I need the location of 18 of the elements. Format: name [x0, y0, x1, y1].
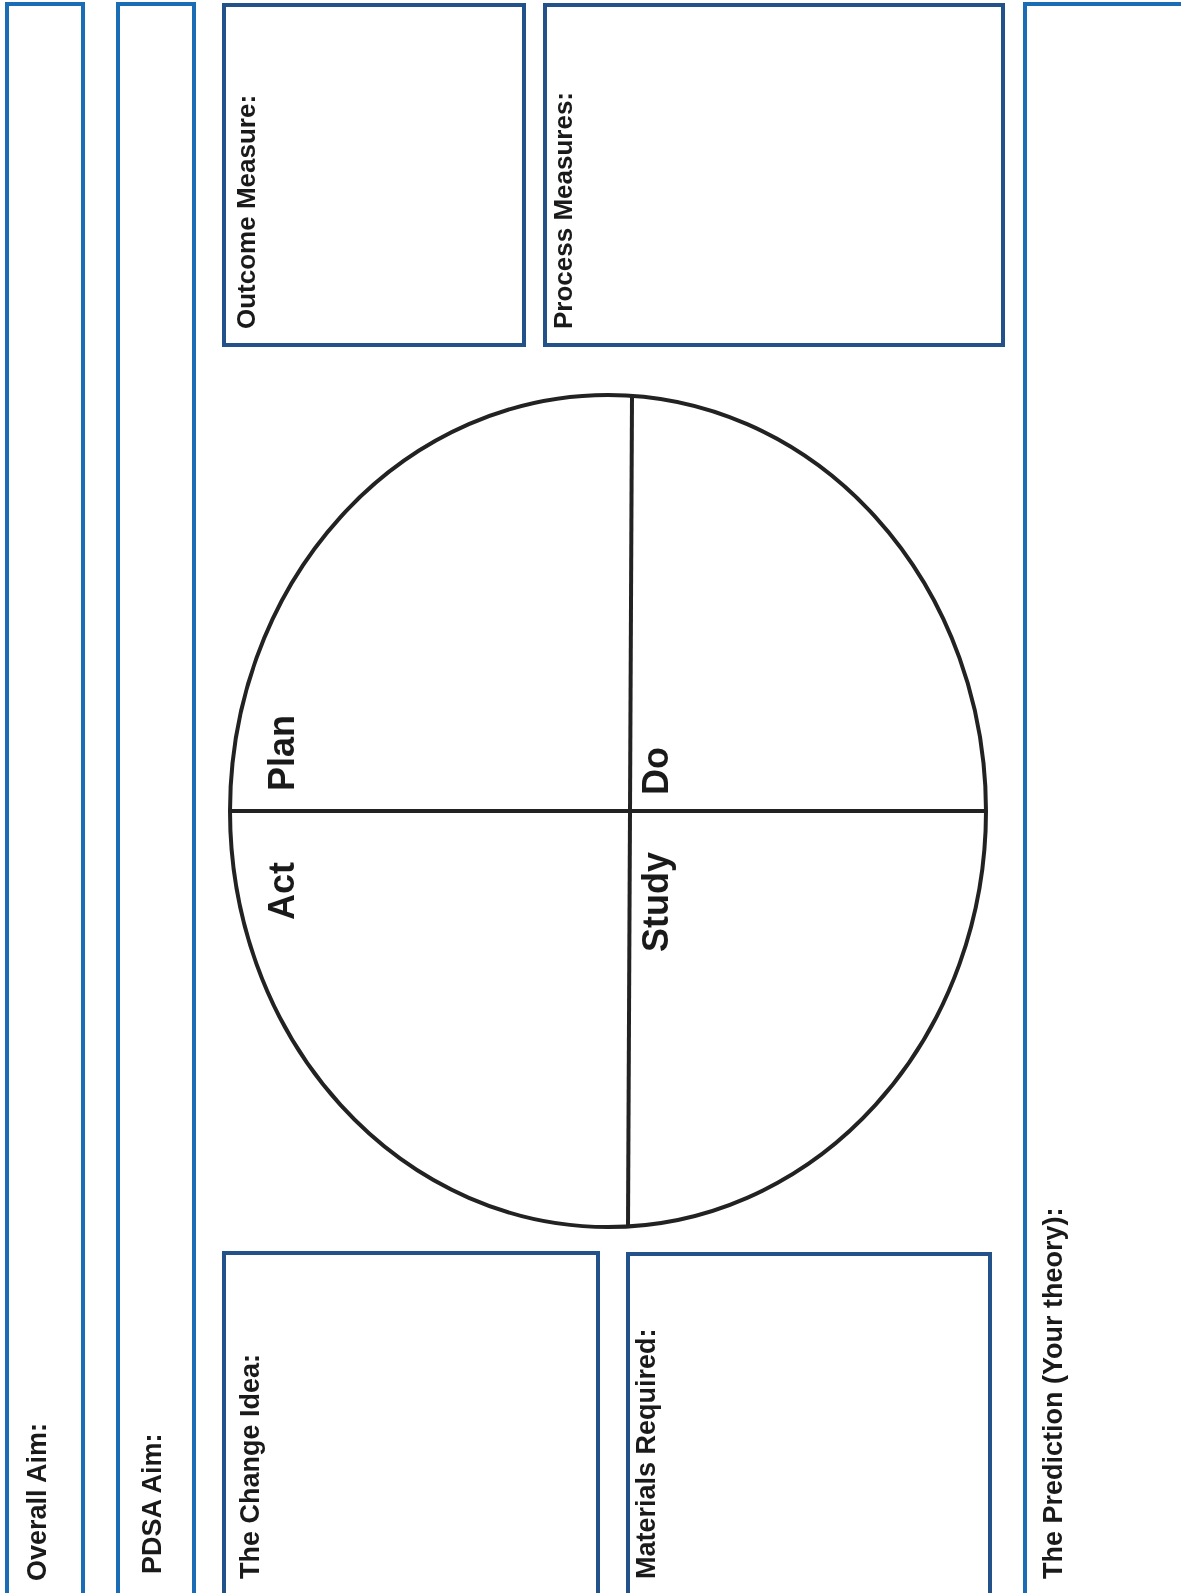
form-field-box	[5, 2, 85, 1593]
field-label: The Prediction (Your theory):	[1039, 1207, 1069, 1579]
field-label: Materials Required:	[632, 1328, 662, 1579]
form-field-box	[222, 3, 526, 347]
form-field-box	[116, 2, 196, 1593]
form-field-box	[543, 3, 1005, 347]
quadrant-label: Do	[636, 747, 676, 795]
quadrant-label: Study	[636, 852, 676, 952]
form-field-box	[222, 1251, 600, 1593]
field-label: Process Measures:	[549, 91, 578, 329]
field-label: Outcome Measure:	[232, 94, 261, 329]
form-field-box	[1023, 2, 1181, 1593]
quadrant-label: Plan	[262, 714, 302, 791]
form-field-box	[626, 1252, 992, 1593]
field-label: The Change Idea:	[236, 1353, 266, 1579]
field-label: PDSA Aim:	[138, 1433, 168, 1574]
field-label: Overall Aim:	[23, 1422, 53, 1581]
quadrant-label: Act	[262, 862, 302, 920]
